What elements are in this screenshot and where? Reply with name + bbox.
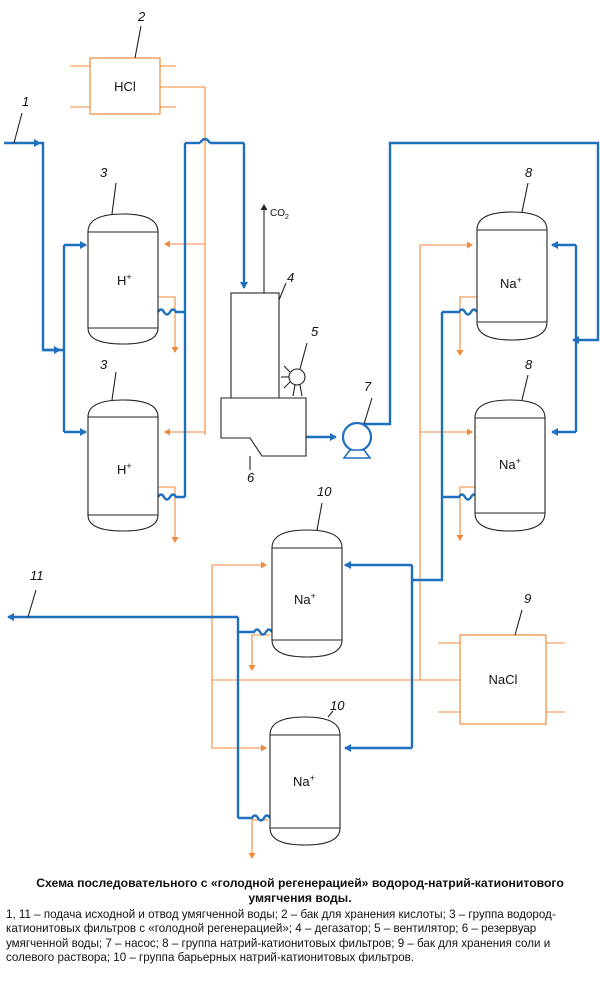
na-filter-2: Na+ [474, 374, 546, 532]
barrier-filter-1-label: Na+ [294, 591, 316, 607]
water-lines [4, 137, 600, 822]
salt-tank: NaCl [459, 609, 547, 725]
acid-tank: HCl [89, 25, 161, 115]
na-filter-2-label: Na+ [499, 456, 521, 472]
salt-reagent-lines [211, 241, 565, 859]
label-5: 5 [311, 324, 319, 339]
softened-water-reservoir [220, 397, 307, 470]
label-6: 6 [247, 470, 255, 485]
co2-label: CO2 [270, 208, 289, 221]
fan [281, 342, 308, 397]
h-filter-top: H+ [87, 182, 159, 345]
h-filter-bottom: H+ [87, 371, 159, 532]
label-2: 2 [137, 9, 146, 24]
na-filter-1: Na+ [476, 182, 548, 341]
label-1: 1 [22, 94, 29, 109]
pump [341, 397, 373, 459]
acid-tank-label: HCl [114, 79, 136, 94]
label-8-bottom: 8 [525, 357, 533, 372]
degasifier: CO2 [230, 204, 289, 401]
label-10-top: 10 [317, 484, 332, 499]
label-10-bottom: 10 [330, 698, 345, 713]
barrier-filter-2: Na+ [269, 710, 341, 846]
label-9: 9 [524, 591, 531, 606]
label-3-bottom: 3 [100, 357, 108, 372]
label-11: 11 [30, 568, 44, 583]
salt-tank-label: NaCl [489, 672, 518, 687]
label-4: 4 [287, 270, 294, 285]
label-3-top: 3 [100, 165, 108, 180]
na-filter-1-label: Na+ [500, 275, 522, 291]
label-8-top: 8 [525, 165, 533, 180]
softening-scheme-diagram: HCl H+ H+ CO2 [4, 9, 600, 859]
caption-title: Схема последовательного с «голодной реге… [36, 876, 564, 905]
h-filter-bottom-label: H+ [117, 461, 132, 477]
figure-caption: Схема последовательного с «голодной реге… [6, 876, 594, 966]
h-filter-top-label: H+ [117, 272, 132, 288]
barrier-filter-2-label: Na+ [293, 773, 315, 789]
barrier-filter-1: Na+ [271, 502, 343, 658]
label-7: 7 [364, 379, 372, 394]
caption-legend: 1, 11 – подача исходной и отвод умягченн… [6, 908, 556, 965]
